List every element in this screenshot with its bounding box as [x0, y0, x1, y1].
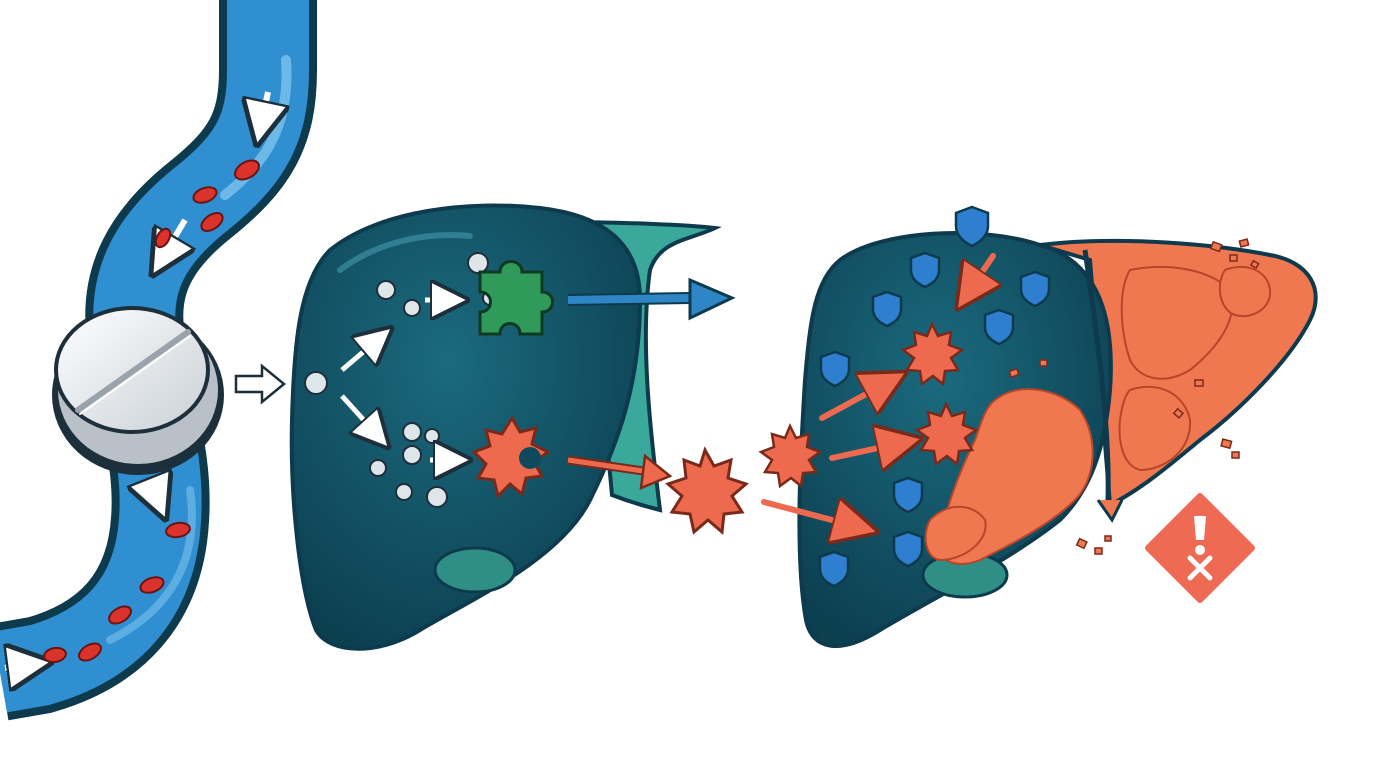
- shield-icon: [983, 308, 1015, 346]
- puzzle-piece-icon: [478, 260, 554, 336]
- excretion-arrow: [567, 277, 736, 321]
- shield-icon: [909, 251, 941, 289]
- starburst-icon: [758, 422, 823, 489]
- starburst-icon: [914, 400, 979, 467]
- blood-flow-arrows: [5, 91, 268, 668]
- toxic-molecules: [758, 320, 979, 489]
- starburst-icon: [665, 446, 749, 535]
- shield-icon: [871, 290, 903, 328]
- shield-icon: [1019, 270, 1051, 308]
- warning-diamond-icon: [1145, 493, 1255, 603]
- red-blood-cells: [43, 159, 260, 664]
- pill-icon: [52, 306, 224, 475]
- drug-molecules: [304, 252, 498, 508]
- injury-arrows: [761, 253, 993, 528]
- shield-icons: [818, 205, 1051, 588]
- shield-icon: [954, 205, 990, 248]
- entry-arrow: [234, 363, 286, 405]
- toxic-release-arrow: [567, 453, 673, 490]
- metabolism-arrows: [340, 300, 458, 460]
- starburst-icon: [900, 320, 965, 387]
- tissue-fragments: [1008, 238, 1260, 555]
- shield-icon: [892, 530, 924, 568]
- shield-icon: [892, 476, 924, 514]
- necrotic-tissue: [924, 265, 1272, 565]
- shield-icon: [818, 550, 850, 588]
- reactive-metabolite-icon: [471, 415, 551, 499]
- shield-icon: [819, 350, 851, 388]
